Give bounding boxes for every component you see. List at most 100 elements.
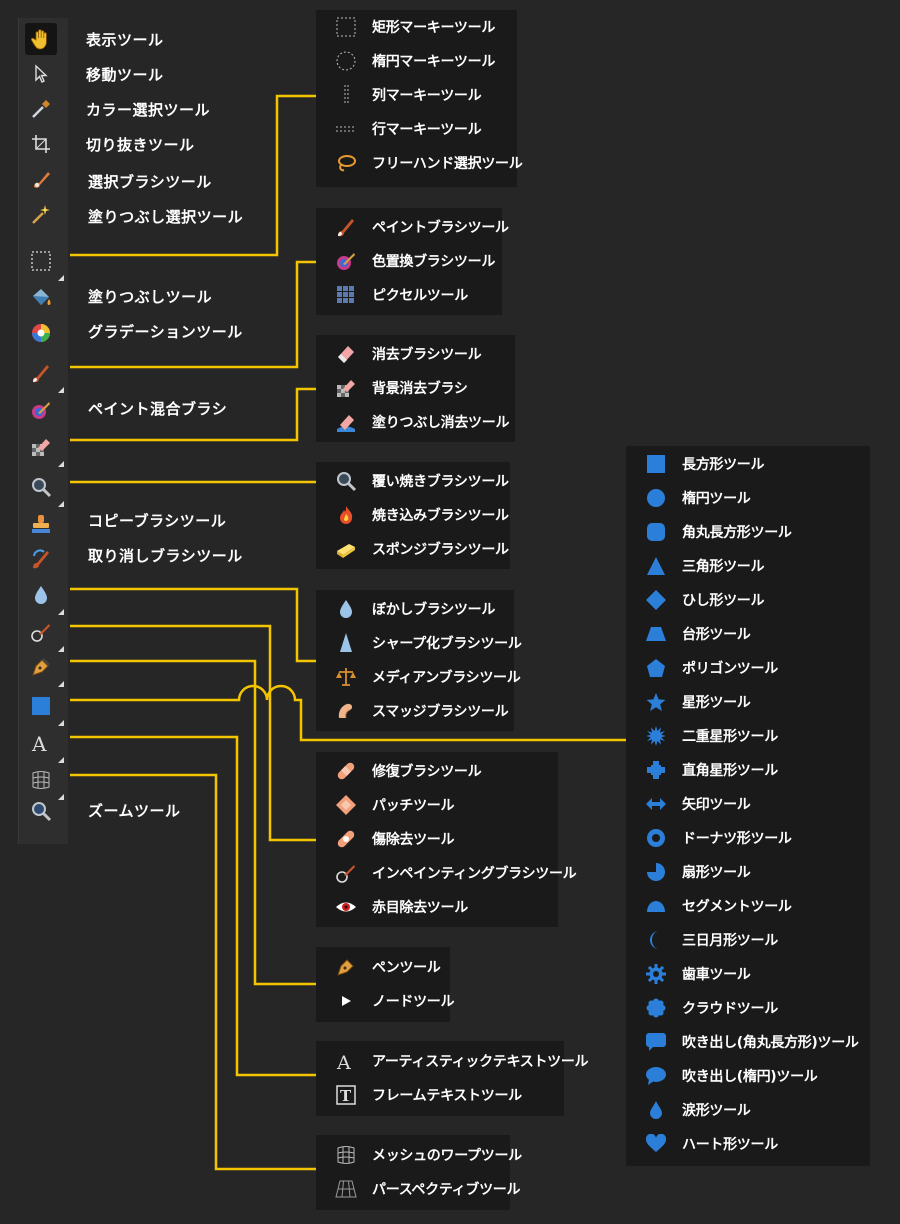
retouch-flyout: 修復ブラシツール パッチツール 傷除去ツール インペインティングブラシツール 赤…	[316, 752, 577, 927]
move-tool-button[interactable]	[25, 58, 57, 90]
flyout-item-burn-brush[interactable]: 焼き込みブラシツール	[316, 498, 510, 532]
flyout-item-red-eye-removal[interactable]: 赤目除去ツール	[316, 890, 558, 924]
healing-icon	[31, 624, 50, 642]
flyout-item-ellipse-marquee[interactable]: 楕円マーキーツール	[316, 44, 517, 78]
flood-fill-tool-button[interactable]	[25, 282, 57, 314]
flyout-item-perspective[interactable]: パースペクティブツール	[316, 1172, 520, 1206]
flyout-item-sharpen-brush[interactable]: シャープ化ブラシツール	[316, 626, 522, 660]
flyout-item-callout-rounded-rect[interactable]: 吹き出し(角丸長方形)ツール	[626, 1025, 870, 1059]
patch-icon	[334, 793, 358, 817]
label-flood-fill-tool: 塗りつぶしツール	[88, 288, 213, 306]
flyout-item-double-star[interactable]: 二重星形ツール	[626, 719, 870, 753]
eraser-icon	[334, 342, 358, 366]
warp-tool-button[interactable]	[25, 764, 64, 800]
smudge-finger-icon	[334, 699, 358, 723]
flyout-item-rounded-rectangle[interactable]: 角丸長方形ツール	[626, 515, 870, 549]
flyout-item-node-tool[interactable]: ノードツール	[316, 984, 455, 1018]
flood-select-tool-button[interactable]	[25, 198, 57, 230]
callout-rect-icon	[644, 1030, 668, 1054]
flyout-item-rectangle[interactable]: 長方形ツール	[626, 447, 870, 481]
flyout-item-arrow[interactable]: 矢印ツール	[626, 787, 870, 821]
flyout-item-segment[interactable]: セグメントツール	[626, 889, 870, 923]
healing-tool-button[interactable]	[25, 616, 64, 652]
hand-icon	[30, 29, 47, 50]
flyout-item-crescent[interactable]: 三日月形ツール	[626, 923, 870, 957]
blemish-icon	[334, 827, 358, 851]
flyout-item-label: 三日月形ツール	[682, 933, 778, 949]
flyout-item-trapezoid[interactable]: 台形ツール	[626, 617, 870, 651]
text-tool-button[interactable]: A	[25, 727, 64, 763]
flyout-item-pixel-tool[interactable]: ピクセルツール	[316, 278, 502, 312]
flyout-item-artistic-text[interactable]: A アーティスティックテキストツール	[316, 1044, 589, 1078]
dodge-tool-button[interactable]	[25, 471, 64, 507]
flyout-item-label: 消去ブラシツール	[372, 347, 482, 363]
label-mixer-brush: ペイント混合ブラシ	[88, 400, 228, 418]
flyout-item-label: 覆い焼きブラシツール	[372, 474, 509, 490]
view-tool-button[interactable]	[25, 23, 57, 55]
blur-tool-button[interactable]	[25, 579, 64, 615]
sharpen-icon	[334, 631, 358, 655]
flyout-item-label: メディアンブラシツール	[372, 670, 521, 686]
flyout-item-callout-ellipse[interactable]: 吹き出し(楕円)ツール	[626, 1059, 870, 1093]
flyout-item-freehand-select[interactable]: フリーハンド選択ツール	[316, 146, 523, 180]
pen-tool-button[interactable]	[25, 651, 64, 687]
flyout-item-donut[interactable]: ドーナツ形ツール	[626, 821, 870, 855]
flyout-item-erase-brush[interactable]: 消去ブラシツール	[316, 337, 515, 371]
ellipse-icon	[644, 486, 668, 510]
flyout-item-color-replace-brush[interactable]: 色置換ブラシツール	[316, 244, 502, 278]
flyout-item-heart[interactable]: ハート形ツール	[626, 1127, 870, 1161]
double-star-icon	[644, 724, 668, 748]
flyout-item-dodge-brush[interactable]: 覆い焼きブラシツール	[316, 464, 510, 498]
flyout-item-diamond[interactable]: ひし形ツール	[626, 583, 870, 617]
flyout-item-flood-erase[interactable]: 塗りつぶし消去ツール	[316, 405, 515, 439]
dodge-flyout: 覆い焼きブラシツール 焼き込みブラシツール スポンジブラシツール	[316, 462, 510, 569]
gradient-tool-button[interactable]	[25, 317, 57, 349]
flyout-item-blemish-removal[interactable]: 傷除去ツール	[316, 822, 558, 856]
flyout-item-pie[interactable]: 扇形ツール	[626, 855, 870, 889]
mixer-brush-icon	[32, 402, 50, 419]
flyout-item-cog[interactable]: 歯車ツール	[626, 957, 870, 991]
flyout-item-row-marquee[interactable]: 行マーキーツール	[316, 112, 517, 146]
flyout-item-column-marquee[interactable]: 列マーキーツール	[316, 78, 517, 112]
flyout-item-mesh-warp[interactable]: メッシュのワープツール	[316, 1138, 522, 1172]
erase-flyout: 消去ブラシツール 背景消去ブラシ 塗りつぶし消去ツール	[316, 335, 515, 442]
flyout-item-label: ペイントブラシツール	[372, 220, 509, 236]
flyout-item-rect-marquee[interactable]: 矩形マーキーツール	[316, 10, 517, 44]
zoom-tool-button[interactable]	[25, 795, 57, 827]
flyout-item-square-star[interactable]: 直角星形ツール	[626, 753, 870, 787]
flyout-item-label: メッシュのワープツール	[372, 1148, 522, 1164]
flyout-item-median-brush[interactable]: メディアンブラシツール	[316, 660, 521, 694]
erase-brush-tool-button[interactable]	[25, 431, 64, 467]
flyout-item-ellipse[interactable]: 楕円ツール	[626, 481, 870, 515]
flyout-item-pen-tool[interactable]: ペンツール	[316, 950, 450, 984]
paint-brush-tool-button[interactable]	[25, 357, 64, 393]
flyout-item-blur-brush[interactable]: ぼかしブラシツール	[316, 592, 514, 626]
rect-marquee-icon	[334, 15, 358, 39]
flyout-item-tear[interactable]: 涙形ツール	[626, 1093, 870, 1127]
shape-tool-button[interactable]	[25, 690, 64, 726]
segment-icon	[644, 894, 668, 918]
flyout-item-cloud[interactable]: クラウドツール	[626, 991, 870, 1025]
flyout-item-frame-text[interactable]: T フレームテキストツール	[316, 1078, 564, 1112]
crop-tool-button[interactable]	[25, 128, 57, 160]
flyout-item-background-erase[interactable]: 背景消去ブラシ	[316, 371, 515, 405]
mixer-brush-tool-button[interactable]	[25, 394, 57, 426]
color-select-tool-button[interactable]	[25, 93, 57, 125]
flyout-item-polygon[interactable]: ポリゴンツール	[626, 651, 870, 685]
scales-icon	[334, 665, 358, 689]
flyout-item-healing-brush[interactable]: 修復ブラシツール	[316, 754, 558, 788]
pen-nib-icon	[334, 955, 358, 979]
flyout-item-triangle[interactable]: 三角形ツール	[626, 549, 870, 583]
undo-brush-tool-button[interactable]	[25, 543, 57, 575]
marquee-flyout: 矩形マーキーツール 楕円マーキーツール 列マーキーツール 行マーキーツール フリ…	[316, 10, 523, 187]
marquee-tool-button[interactable]	[25, 245, 64, 281]
flyout-item-star[interactable]: 星形ツール	[626, 685, 870, 719]
flyout-item-paint-brush[interactable]: ペイントブラシツール	[316, 210, 509, 244]
flyout-item-inpainting-brush[interactable]: インペインティングブラシツール	[316, 856, 577, 890]
selection-brush-tool-button[interactable]	[25, 163, 57, 195]
flyout-item-label: 楕円マーキーツール	[372, 54, 496, 70]
flyout-item-smudge-brush[interactable]: スマッジブラシツール	[316, 694, 514, 728]
flyout-item-sponge-brush[interactable]: スポンジブラシツール	[316, 532, 510, 566]
flyout-item-patch-tool[interactable]: パッチツール	[316, 788, 558, 822]
clone-brush-tool-button[interactable]	[25, 508, 57, 540]
